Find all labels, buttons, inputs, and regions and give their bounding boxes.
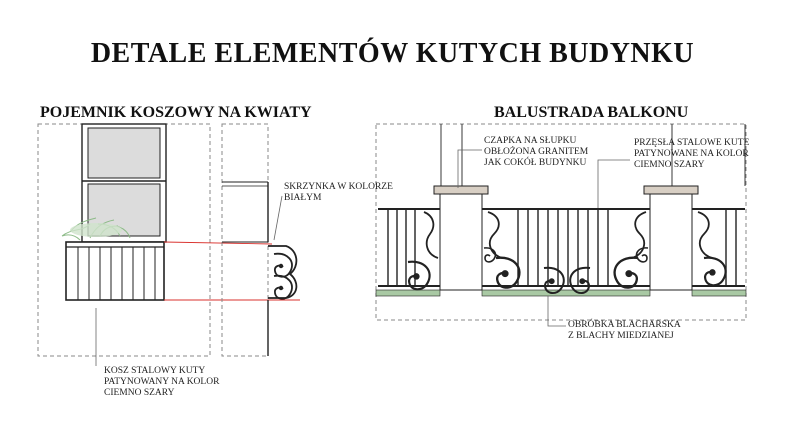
wall-section bbox=[221, 123, 269, 357]
copper-flashing bbox=[481, 289, 651, 297]
leader-cap bbox=[457, 149, 482, 188]
plant bbox=[61, 217, 131, 241]
window bbox=[81, 123, 167, 243]
label-flashing: OBRÓBKA BLACHARSKA Z BLACHY MIEDZIANEJ bbox=[568, 320, 681, 341]
label-cap: CZAPKA NA SŁUPKU OBŁOŻONA GRANITEM JAK C… bbox=[484, 136, 589, 168]
pillar-right bbox=[649, 193, 693, 291]
copper-flashing bbox=[691, 289, 747, 297]
page-title: DETALE ELEMENTÓW KUTYCH BUDYNKU bbox=[90, 38, 695, 69]
balustrade-outline bbox=[375, 123, 747, 321]
balustrade-elevation bbox=[375, 123, 747, 327]
label-box: SKRZYNKA W KOLORZE BIAŁYM bbox=[284, 182, 393, 203]
leader-span bbox=[597, 159, 630, 208]
copper-flashing bbox=[375, 289, 441, 297]
heading-balcony-balustrade: BALUSTRADA BALKONU bbox=[494, 104, 689, 121]
leader-flashing bbox=[547, 296, 566, 327]
railing-span-right bbox=[692, 208, 745, 287]
pillar-cap-right bbox=[643, 185, 699, 195]
label-span: PRZĘSŁA STALOWE KUTE PATYNOWANE NA KOLOR… bbox=[634, 138, 750, 170]
railing-span-center bbox=[482, 208, 650, 295]
projection-lines bbox=[163, 241, 300, 301]
wall-elevation bbox=[37, 123, 211, 366]
pillar-cap-left bbox=[433, 185, 489, 195]
railing-span-left bbox=[378, 208, 440, 291]
heading-flower-basket: POJEMNIK KOSZOWY NA KWIATY bbox=[40, 104, 312, 121]
flower-basket-front bbox=[65, 241, 165, 301]
flower-basket-profile bbox=[268, 245, 298, 300]
label-basket: KOSZ STALOWY KUTY PATYNOWANY NA KOLOR CI… bbox=[104, 366, 220, 398]
pillar-left bbox=[439, 193, 483, 291]
leader-box bbox=[273, 195, 283, 241]
